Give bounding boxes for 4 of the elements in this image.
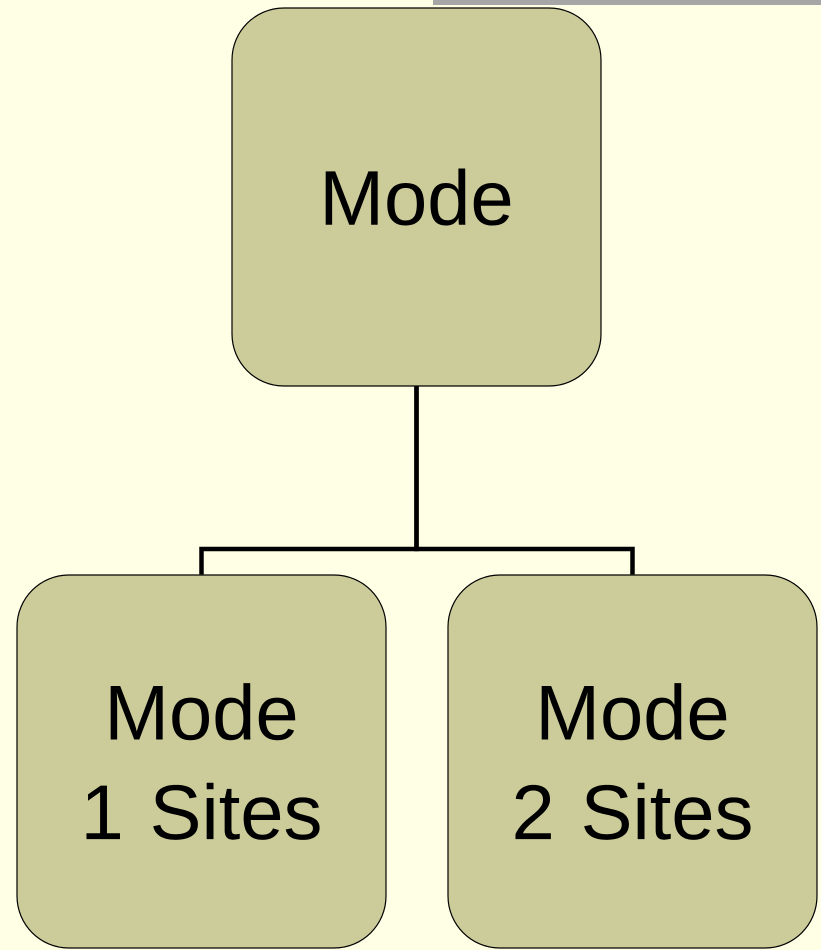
rounded-box: Mode 1 Sites [16,574,387,949]
rounded-box: Mode [231,7,602,387]
rounded-box: Mode 2 Sites [447,574,818,949]
connector-line [414,386,635,574]
